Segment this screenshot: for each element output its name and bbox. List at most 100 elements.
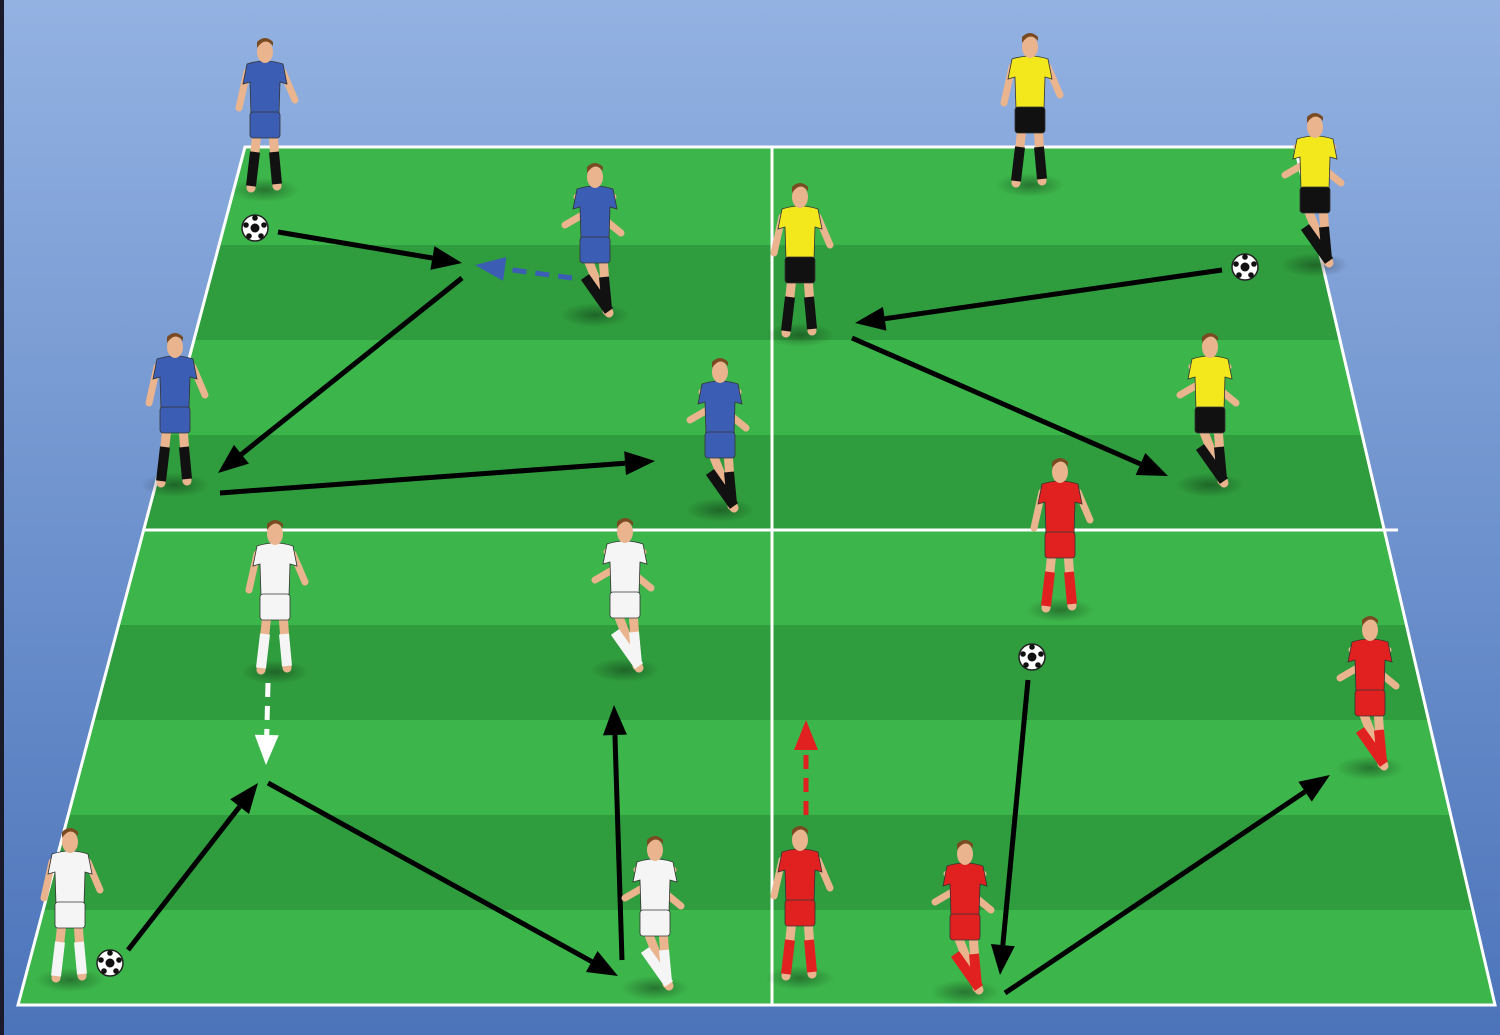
ball-patch — [98, 957, 104, 963]
pass-arrow — [1003, 775, 1330, 996]
ball-patch — [258, 233, 264, 239]
player-socks — [640, 947, 674, 987]
player-socks — [256, 633, 292, 669]
player-hair — [792, 826, 808, 836]
player-white — [591, 518, 659, 682]
player-socks — [51, 941, 87, 977]
arrow-head — [585, 951, 618, 976]
ball-patch — [250, 223, 260, 233]
player-shirt — [602, 540, 648, 595]
player-hair — [1022, 33, 1038, 43]
player-shadow — [1176, 473, 1244, 497]
ball-patch — [1029, 644, 1035, 650]
pass-arrow — [277, 229, 462, 270]
arrow-shaft — [884, 267, 1223, 322]
players — [36, 33, 1404, 1004]
player-hair — [1362, 616, 1378, 626]
player-shorts — [259, 593, 291, 621]
player-shirt — [777, 848, 823, 903]
player-hair — [712, 358, 728, 368]
soccer-ball-icon — [96, 949, 124, 977]
player-shadow — [591, 658, 659, 682]
pitch-boundary — [16, 145, 1497, 1007]
arrow-shaft — [219, 460, 626, 496]
player-hair — [62, 828, 78, 838]
arrow-shaft — [1003, 789, 1307, 996]
arrow-head — [602, 705, 627, 736]
player-shirt — [777, 205, 823, 260]
player-socks — [156, 446, 192, 482]
player-socks — [1300, 224, 1334, 264]
pass-arrow — [218, 276, 464, 473]
soccer-ball-icon — [1231, 253, 1259, 281]
ball-patch — [252, 215, 258, 221]
ball-patch — [1038, 651, 1044, 657]
player-head — [1022, 36, 1038, 58]
player-socks — [950, 951, 984, 991]
player-yellow — [996, 33, 1064, 197]
ball-patch — [1251, 261, 1257, 267]
player-shirt — [697, 380, 743, 435]
ball-patch — [113, 968, 119, 974]
player-shirt — [252, 542, 298, 597]
player-yellow — [1176, 333, 1244, 497]
arrow-head — [230, 783, 258, 815]
balls — [96, 214, 1259, 977]
left-edge — [0, 0, 4, 1035]
player-blue — [141, 333, 209, 497]
player-white — [621, 836, 689, 1000]
player-shorts — [1044, 531, 1076, 559]
pass-arrow — [850, 335, 1168, 476]
soccer-ball-icon — [241, 214, 269, 242]
player-socks — [781, 296, 817, 332]
player-shorts — [249, 111, 281, 139]
player-head — [1202, 336, 1218, 358]
player-red — [1336, 616, 1404, 780]
ball-patch — [116, 957, 122, 963]
arrow-shaft — [850, 335, 1142, 467]
ball-patch — [1236, 272, 1242, 278]
player-shirt — [1187, 355, 1233, 410]
arrow-head — [430, 246, 462, 270]
player-head — [267, 523, 283, 545]
arrow-head — [1298, 775, 1330, 802]
player-hair — [257, 38, 273, 48]
arrow-shaft — [612, 734, 625, 961]
arrow-shaft — [504, 266, 573, 281]
ball-patch — [243, 222, 249, 228]
player-socks — [610, 629, 644, 669]
pitch-lines — [16, 145, 1497, 1007]
arrow-head — [218, 444, 249, 473]
arrow-head — [624, 451, 655, 476]
player-shirt — [1037, 480, 1083, 535]
player-yellow — [766, 183, 834, 347]
player-shorts — [54, 901, 86, 929]
arrow-head — [1135, 452, 1168, 476]
player-shirt — [242, 60, 288, 115]
player-socks — [1195, 444, 1229, 484]
arrows — [126, 229, 1330, 996]
player-shirt — [942, 862, 988, 917]
player-blue — [231, 38, 299, 202]
player-socks — [1355, 727, 1389, 767]
player-hair — [1052, 458, 1068, 468]
player-socks — [246, 151, 282, 187]
player-shadow — [36, 968, 104, 992]
player-shadow — [686, 498, 754, 522]
player-shadow — [996, 173, 1064, 197]
pitch-stripe — [18, 435, 1495, 530]
pitch-stripe — [18, 910, 1495, 1005]
player-blue — [686, 358, 754, 522]
ball-patch — [1233, 261, 1239, 267]
player-shadow — [1281, 253, 1349, 277]
ball-patch — [1023, 662, 1029, 668]
player-socks — [705, 469, 739, 509]
run-arrow-red — [794, 720, 818, 815]
ball-patch — [1020, 651, 1026, 657]
player-red — [766, 826, 834, 990]
player-shorts — [704, 431, 736, 459]
player-shadow — [1336, 756, 1404, 780]
ball-patch — [107, 950, 113, 956]
player-head — [647, 839, 663, 861]
